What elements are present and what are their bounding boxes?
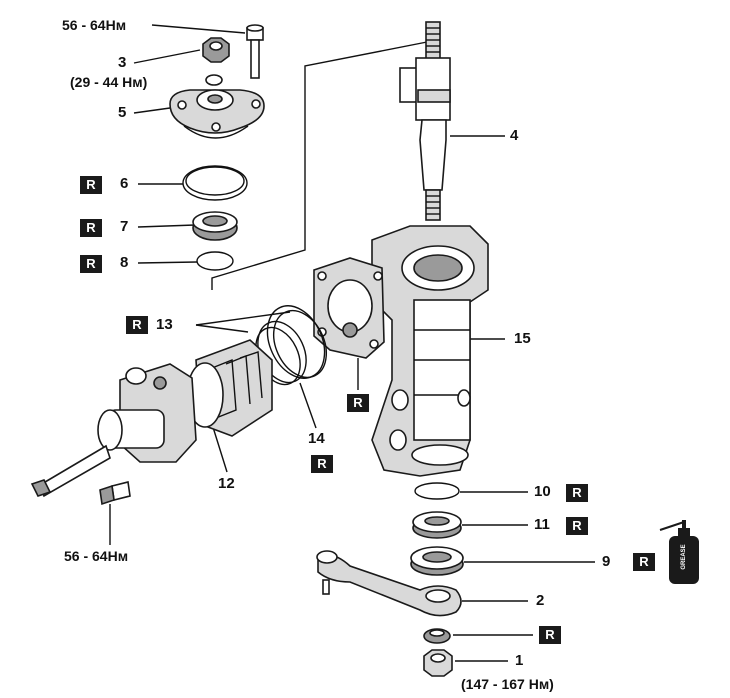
replace-badge-14: R [311, 455, 333, 473]
callout-11: 11 [534, 516, 550, 533]
seal-7 [192, 211, 238, 241]
replace-badge-6: R [80, 176, 102, 194]
snap-ring-8 [196, 251, 234, 271]
callout-15: 15 [514, 330, 531, 347]
replace-badge-flange: R [347, 394, 369, 412]
top-bolt [246, 24, 264, 79]
replace-badge-lock-washer: R [539, 626, 561, 644]
replace-badge-8: R [80, 255, 102, 273]
gear-housing-15 [371, 225, 489, 477]
callout-13: 13 [156, 316, 173, 333]
replace-badge-9: R [633, 553, 655, 571]
replace-badge-13: R [126, 316, 148, 334]
input-shaft-4 [399, 21, 451, 221]
grease-tube-icon [659, 520, 699, 584]
leader-lines [109, 24, 595, 662]
lock-washer [423, 628, 451, 644]
bottom-bolt [99, 481, 131, 506]
o-ring-6 [182, 165, 248, 201]
callout-torque-top-bolt: 56 - 64Нм [62, 17, 127, 33]
pitman-arm-2 [316, 550, 462, 617]
callout-3: 3 [118, 54, 127, 71]
callout-8: 8 [120, 254, 129, 271]
callout-torque-1: (147 - 167 Нм) [461, 676, 554, 692]
callout-9: 9 [602, 553, 611, 570]
rack-piston-12 [186, 339, 273, 437]
nut-1 [423, 649, 453, 677]
callout-12: 12 [218, 475, 235, 492]
grease-tube-label: GREASE [681, 544, 687, 570]
nut-3 [202, 37, 230, 63]
seal-9 [410, 546, 464, 576]
seal-11 [412, 511, 462, 539]
side-cover-5 [169, 89, 265, 139]
replace-badge-11: R [566, 517, 588, 535]
callout-1: 1 [515, 652, 524, 669]
replace-badge-10: R [566, 484, 588, 502]
callout-2: 2 [536, 592, 545, 609]
callout-torque-3: (29 - 44 Нм) [70, 74, 148, 90]
callout-6: 6 [120, 175, 129, 192]
callout-14: 14 [308, 430, 325, 447]
snap-ring-10 [414, 482, 460, 500]
callout-10: 10 [534, 483, 551, 500]
replace-badge-7: R [80, 219, 102, 237]
callout-4: 4 [510, 127, 519, 144]
callout-7: 7 [120, 218, 129, 235]
callout-5: 5 [118, 104, 127, 121]
housing-flange [313, 257, 385, 359]
washer-3 [205, 74, 223, 86]
callout-torque-bottom-bolt: 56 - 64Нм [64, 548, 129, 564]
worm-shaft-assembly [30, 363, 197, 498]
